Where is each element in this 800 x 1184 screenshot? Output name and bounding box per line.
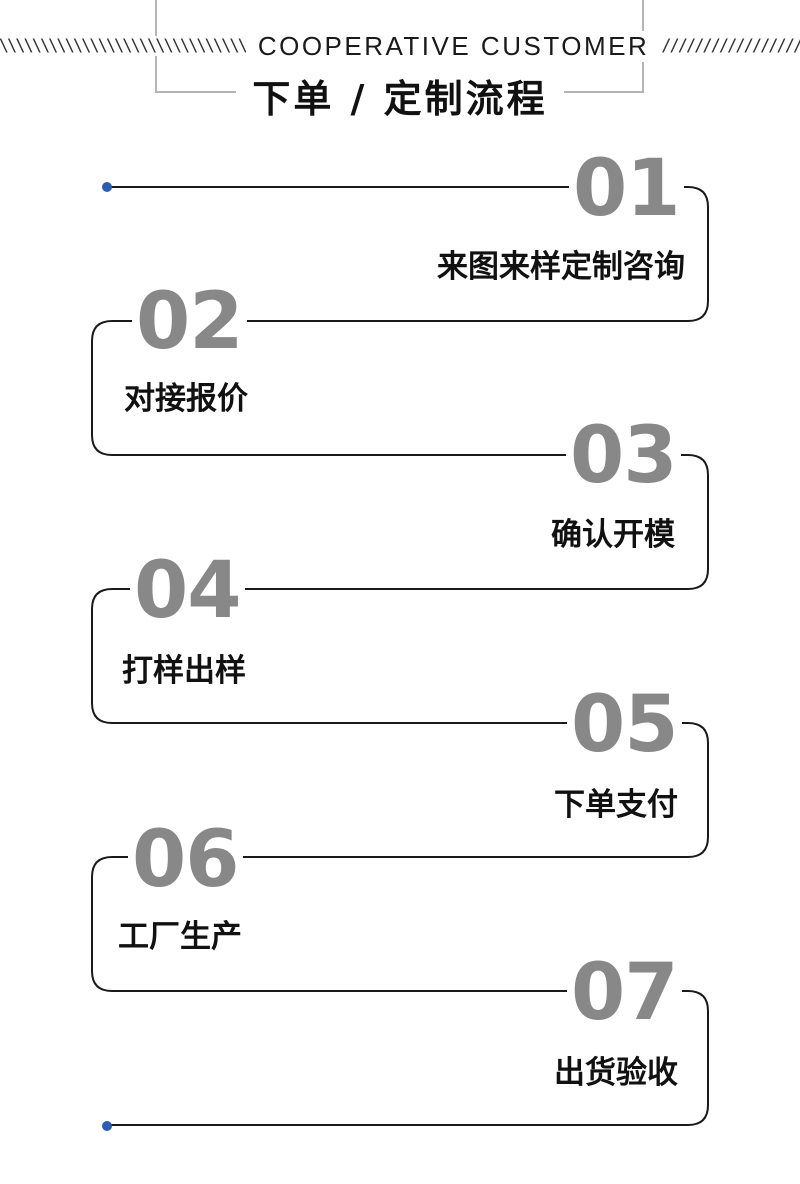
step-label-02: 对接报价 [124, 381, 248, 417]
end-dot [102, 1121, 112, 1131]
step-number-06: 06 [128, 821, 243, 899]
page-title-wrap: 下单 / 定制流程 [0, 67, 800, 123]
header-subtitle-band: \\\\\\\\\\\\\\\\\\\\\\\\\\\\\\\\\\ COOPE… [0, 28, 800, 64]
step-label-05: 下单支付 [554, 787, 678, 823]
step-number-05: 05 [567, 686, 682, 764]
left-hatch-decoration: \\\\\\\\\\\\\\\\\\\\\\\\\\\\\\\\\\ [0, 36, 248, 56]
step-label-03: 确认开模 [551, 517, 675, 553]
step-number-01: 01 [569, 150, 684, 228]
step-label-06: 工厂生产 [118, 919, 242, 955]
step-number-02: 02 [132, 283, 247, 361]
step-number-03: 03 [566, 417, 681, 495]
step-number-07: 07 [567, 954, 682, 1032]
step-number-04: 04 [130, 552, 245, 630]
step-label-01: 来图来样定制咨询 [437, 249, 685, 285]
header-subtitle: COOPERATIVE CUSTOMER [245, 30, 662, 62]
page-title: 下单 / 定制流程 [236, 67, 564, 123]
right-hatch-decoration: ///////////////////// [661, 36, 800, 56]
step-label-04: 打样出样 [122, 653, 246, 689]
start-dot [102, 182, 112, 192]
flow-line [91, 186, 709, 1126]
step-label-07: 出货验收 [554, 1055, 678, 1091]
